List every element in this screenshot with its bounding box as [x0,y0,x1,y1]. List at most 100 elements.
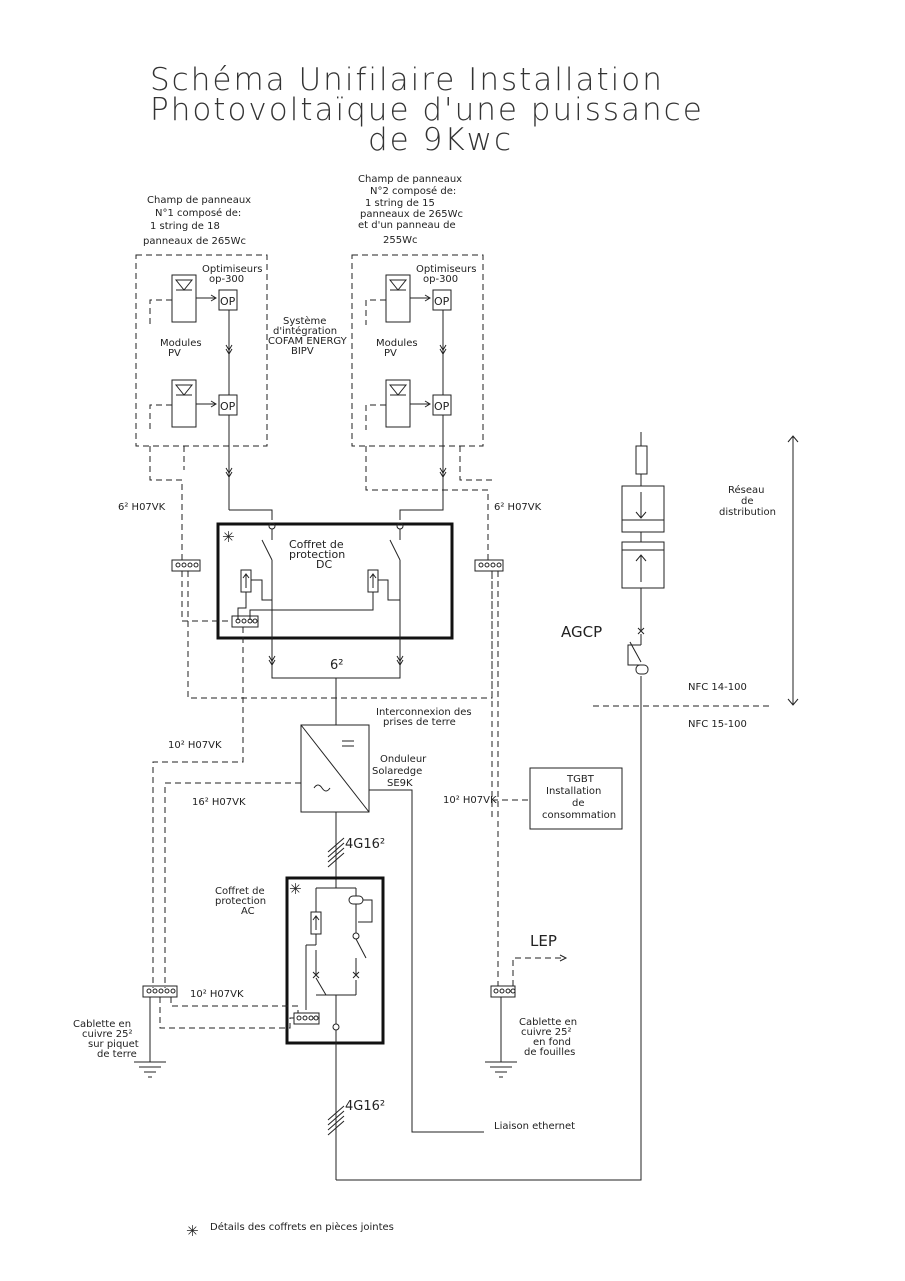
svg-text:cuivre 25²: cuivre 25² [521,1027,572,1038]
ac-box-label: Coffret de protection AC [215,886,266,917]
meter-icon [621,485,665,533]
ac-protection-box: ✳ [285,876,385,1045]
earth-terminal-block [474,559,504,572]
svg-text:Système: Système [283,315,326,327]
svg-text:SE9K: SE9K [387,778,413,789]
svg-text:Solaredge: Solaredge [372,766,422,777]
nfc-14-100-label: NFC 14-100 [688,682,747,693]
asterisk-marker: ✳ [186,1222,199,1240]
svg-text:Champ de panneaux: Champ de panneaux [358,174,462,185]
svg-text:255Wc: 255Wc [383,235,417,246]
svg-text:de fouilles: de fouilles [524,1047,575,1058]
svg-text:Cablette en: Cablette en [519,1017,577,1028]
svg-text:prises de terre: prises de terre [383,717,456,728]
dc-protection-box: ✳ Coffret de protection DC [216,522,454,655]
ground-icon [134,1061,166,1078]
lep-label: LEP [530,932,557,950]
svg-text:Interconnexion des: Interconnexion des [376,707,472,718]
cable-left-16: 16² H07VK [192,797,246,808]
cable-right-10: 10² H07VK [443,795,497,806]
svg-text:OP: OP [434,295,450,308]
grid-connection [621,432,665,675]
earth-left-label: Cablette en cuivre 25² sur piquet de ter… [73,1019,139,1060]
svg-text:OP: OP [220,295,236,308]
svg-text:cuivre 25²: cuivre 25² [82,1029,133,1040]
cable-g16-top: 4G16² [345,837,385,852]
svg-text:Coffret de: Coffret de [215,886,265,897]
svg-text:TGBT: TGBT [566,774,595,785]
svg-text:PV: PV [384,348,397,359]
svg-text:N°2 composé de:: N°2 composé de: [370,185,456,197]
pv-module-icon [171,274,197,323]
svg-text:panneaux de 265Wc: panneaux de 265Wc [360,209,463,220]
earth-terminal-block [171,559,201,572]
title-line-2: Photovoltaïque d'une puissance [150,92,704,128]
cable-mid-6: 6² [330,658,343,673]
svg-text:COFAM ENERGY: COFAM ENERGY [268,336,348,347]
field1-dashed-enclosure [135,254,268,447]
svg-text:AC: AC [241,906,255,917]
optimiseur-icon [432,394,452,416]
reseau-label: Réseau de distribution [719,484,776,518]
optimiseur-icon [218,289,238,311]
field1-description: Champ de panneaux N°1 composé de: 1 stri… [143,195,251,247]
svg-text:et d'un panneau de: et d'un panneau de [358,220,456,231]
svg-text:1 string de 18: 1 string de 18 [150,221,220,232]
cable-left-6: 6² H07VK [118,502,166,513]
svg-text:d'intégration: d'intégration [273,325,337,337]
earth-right-label: Cablette en cuivre 25² en fond de fouill… [519,1017,577,1058]
svg-text:OP: OP [434,400,450,413]
svg-text:op-300: op-300 [423,274,458,285]
svg-text:consommation: consommation [542,810,616,821]
svg-text:op-300: op-300 [209,274,244,285]
meter-icon [621,541,665,589]
field2-dashed-enclosure [351,254,484,447]
svg-text:Onduleur: Onduleur [380,754,427,765]
field2-panel-group: Optimiseurs op-300 Modules PV OP OP [351,254,484,490]
optimiseur-icon [432,289,452,311]
svg-text:panneaux de 265Wc: panneaux de 265Wc [143,236,246,247]
asterisk-marker: ✳ [289,880,302,898]
svg-text:PV: PV [168,348,181,359]
svg-text:protection: protection [289,548,345,561]
svg-text:Champ de panneaux: Champ de panneaux [147,195,251,206]
svg-text:Réseau: Réseau [728,484,764,496]
svg-text:Modules: Modules [160,338,202,349]
distribution-range-arrow [787,435,799,706]
svg-text:1 string de 15: 1 string de 15 [365,198,435,209]
svg-text:DC: DC [316,558,332,571]
agcp-label: AGCP [561,623,602,641]
footnote: Détails des coffrets en pièces jointes [210,1221,394,1233]
interconnexion-label: Interconnexion des prises de terre [376,707,472,728]
fuse-icon [635,445,648,475]
svg-text:Coffret de: Coffret de [289,538,344,551]
ethernet-label: Liaison ethernet [494,1121,575,1132]
optimiseur-icon [218,394,238,416]
field1-panel-group: Optimiseurs op-300 Modules PV OP OP [135,254,268,510]
svg-text:Cablette en: Cablette en [73,1019,131,1030]
svg-text:de: de [741,496,754,507]
svg-text:BIPV: BIPV [291,346,314,357]
svg-text:de terre: de terre [97,1049,137,1060]
inverter-label: Onduleur Solaredge SE9K [372,754,427,789]
tgbt-box: TGBT Installation de consommation [529,767,623,830]
cable-g16-bottom: 4G16² [345,1099,385,1114]
asterisk-marker: ✳ [222,528,235,546]
earth-terminal-block [142,985,178,998]
pv-module-icon [171,379,197,428]
svg-text:sur piquet: sur piquet [88,1039,139,1050]
ground-icon [485,1061,517,1078]
svg-text:distribution: distribution [719,507,776,518]
title-line-3: de 9Kwc [368,122,513,158]
svg-text:en fond: en fond [533,1037,571,1048]
earth-terminal-block [231,615,259,628]
svg-text:protection: protection [215,896,266,907]
svg-text:Installation: Installation [546,786,601,797]
field2-description: Champ de panneaux N°2 composé de: 1 stri… [358,174,463,246]
cable-left-10: 10² H07VK [168,740,222,751]
svg-text:OP: OP [220,400,236,413]
pv-module-icon [385,379,411,428]
title-line-1: Schéma Unifilaire Installation [150,62,664,98]
svg-text:N°1 composé de:: N°1 composé de: [155,207,241,219]
